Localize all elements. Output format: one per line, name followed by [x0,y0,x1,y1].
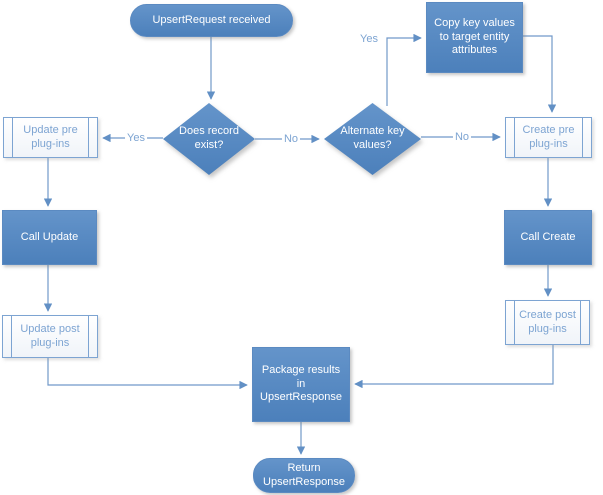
node-does-record-exist-label: Does record exist? [179,125,239,151]
node-start-terminator: UpsertRequest received [130,4,293,37]
node-return-label: Return UpsertResponse [263,461,345,488]
node-start-label: UpsertRequest received [152,13,271,26]
node-return-terminator: Return UpsertResponse [253,458,355,493]
node-call-update: Call Update [2,210,97,265]
edge-label-yes-update: Yes [125,132,147,144]
edge-label-no-create: No [452,131,472,143]
edge-label-yes-copy: Yes [358,33,380,45]
node-create-post-plugins: Create post plug-ins [505,300,590,345]
node-update-post-plugins-label: Update post plug-ins [20,322,80,349]
node-update-pre-plugins-label: Update pre plug-ins [23,123,78,150]
edge-copy-to-create-pre [523,35,557,113]
node-copy-key-values: Copy key values to target entity attribu… [426,2,523,73]
node-create-post-plugins-label: Create post plug-ins [519,308,576,335]
node-create-pre-plugins-label: Create pre plug-ins [522,123,575,150]
edge-label-no-alternate: No [281,133,301,145]
node-does-record-exist-decision: Does record exist? [163,103,255,175]
node-call-update-label: Call Update [20,230,79,243]
node-package-results-label: Package results in UpsertResponse [260,363,342,404]
edge-create-post-to-package [354,345,554,389]
node-update-pre-plugins: Update pre plug-ins [3,117,98,158]
node-create-pre-plugins: Create pre plug-ins [505,117,592,158]
node-copy-key-values-label: Copy key values to target entity attribu… [434,16,515,57]
node-call-create: Call Create [504,210,592,265]
edge-update-post-to-package [47,358,248,390]
node-alternate-key-values-label: Alternate key values? [340,125,405,151]
edge-alternate-yes-to-copy [386,33,422,106]
node-call-create-label: Call Create [520,230,576,243]
node-package-results: Package results in UpsertResponse [252,347,350,422]
node-update-post-plugins: Update post plug-ins [2,315,98,358]
node-alternate-key-values-decision: Alternate key values? [324,103,421,175]
